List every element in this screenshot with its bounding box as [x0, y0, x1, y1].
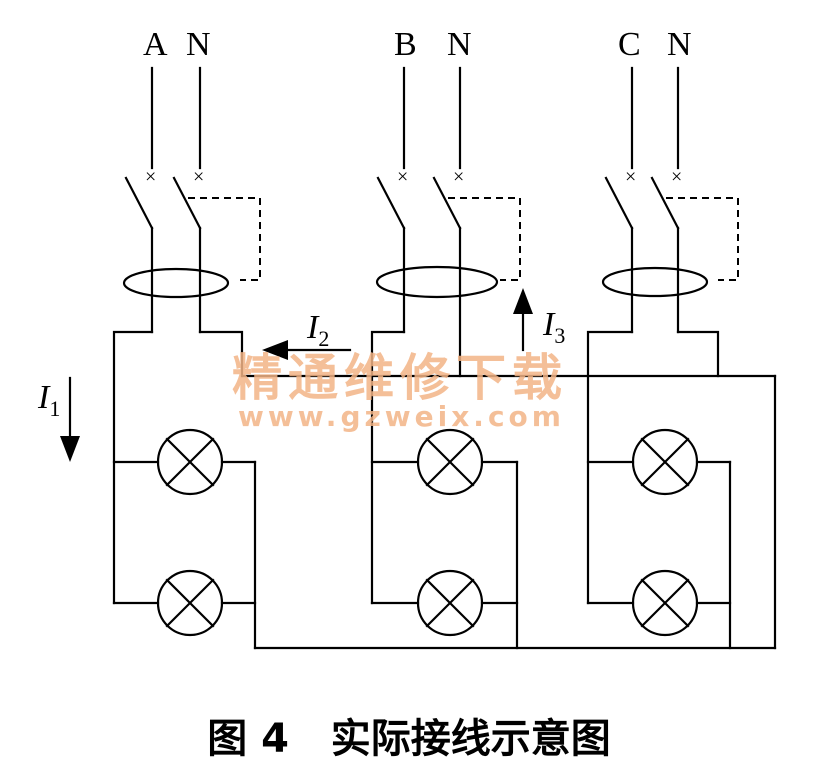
figure-caption: 图 4 实际接线示意图	[207, 716, 611, 762]
current-label-i2: I2	[306, 309, 329, 351]
svg-text:×: ×	[145, 166, 156, 188]
svg-text:×: ×	[671, 166, 682, 188]
lamp-b-2	[416, 569, 484, 637]
svg-text:×: ×	[625, 166, 636, 188]
breaker-cn: × ×	[601, 66, 739, 334]
terminal-label-n-3: N	[667, 26, 692, 63]
circuit-c-wiring	[586, 330, 732, 650]
terminal-label-n-2: N	[447, 26, 472, 63]
circuit-b-wiring	[370, 330, 519, 650]
current-label-i3: I3	[542, 306, 565, 348]
svg-text:×: ×	[397, 166, 408, 188]
current-arrow-i3	[513, 288, 533, 352]
lamp-c-1	[631, 428, 699, 496]
watermark-url: www.gzweix.com	[238, 400, 565, 433]
terminal-label-n-1: N	[186, 26, 211, 63]
lamp-b-1	[416, 428, 484, 496]
terminal-label-a: A	[143, 26, 168, 63]
lamp-c-2	[631, 569, 699, 637]
watermark-title: 精通维修下载	[232, 349, 568, 407]
neutral-bus	[240, 374, 777, 650]
breaker-an: × ×	[122, 66, 261, 334]
circuit-a-wiring	[112, 330, 257, 650]
current-arrow-i2	[262, 340, 352, 360]
lamp-a-2	[156, 569, 224, 637]
breaker-bn: × ×	[375, 66, 521, 378]
lamp-a-1	[156, 428, 224, 496]
terminal-label-b: B	[394, 26, 417, 63]
terminal-label-c: C	[618, 26, 641, 63]
current-label-i1: I1	[37, 379, 60, 421]
svg-text:×: ×	[193, 166, 204, 188]
current-arrow-i1	[60, 376, 80, 462]
svg-text:×: ×	[453, 166, 464, 188]
